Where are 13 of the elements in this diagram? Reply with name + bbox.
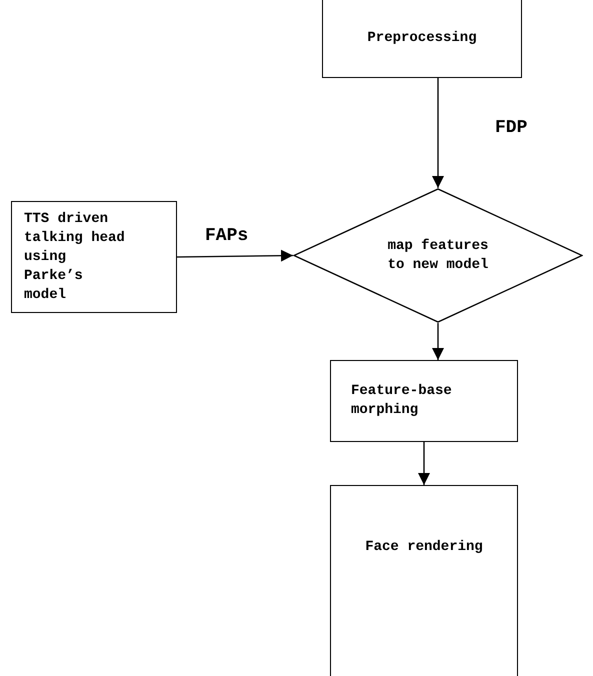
process-box	[330, 485, 518, 676]
node-label: Feature-base morphing	[351, 382, 453, 420]
arrow	[177, 250, 293, 262]
arrow	[418, 442, 430, 485]
process-box	[330, 360, 518, 442]
node-label: TTS driven talking head using Parke’s model	[24, 210, 126, 304]
arrow	[432, 78, 444, 188]
process-box	[322, 0, 522, 78]
process-box	[11, 201, 177, 313]
node-label: map features to new model	[386, 236, 490, 274]
node-label: Preprocessing	[367, 28, 477, 48]
arrow	[432, 323, 444, 360]
node-label: Face rendering	[365, 538, 483, 557]
